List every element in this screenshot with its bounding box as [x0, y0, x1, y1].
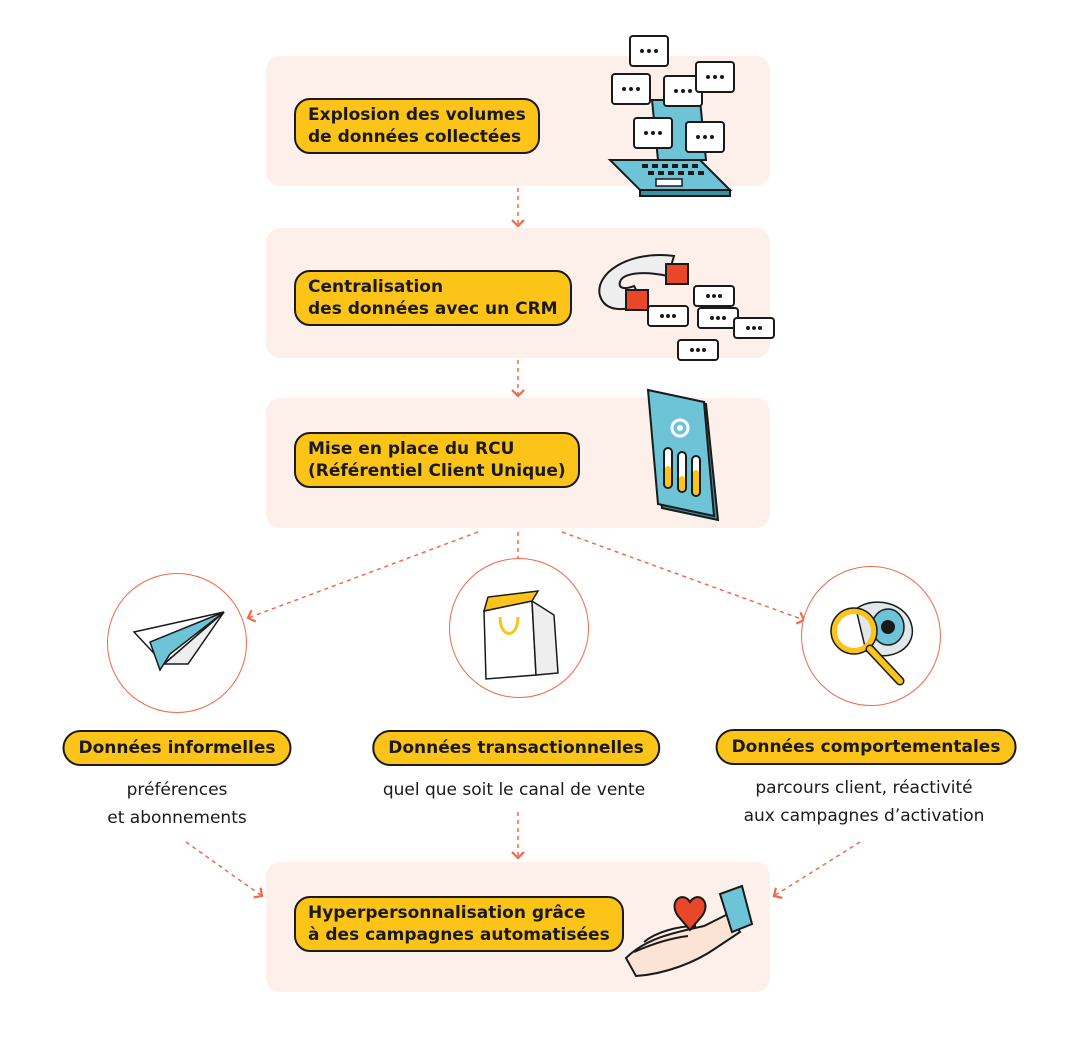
step-label-3-line2: (Référentiel Client Unique)	[308, 461, 566, 481]
tablet-settings-icon	[646, 388, 720, 522]
shopping-bag-icon	[482, 590, 559, 680]
step-label-1-line2: de données collectées	[308, 127, 522, 147]
laptop-chat-icon	[607, 35, 735, 197]
magnet-icon	[598, 254, 775, 361]
informal-data-circle	[107, 573, 247, 713]
hand-heart-icon	[624, 884, 754, 978]
step-label-1-line1: Explosion des volumes	[308, 105, 526, 125]
transactional-data-circle	[449, 558, 589, 698]
behavioral-data-circle	[801, 566, 941, 706]
arrow-step3-behavioral	[561, 531, 806, 625]
transactional-data-description-line1: quel que soit le canal de vente	[382, 780, 646, 800]
behavioral-data-label: Données comportementales	[715, 729, 1017, 765]
arrow-behavioral-final	[772, 841, 861, 899]
final-panel: Hyperpersonnalisation grâce à des campag…	[266, 862, 770, 992]
step-label-2-line1: Centralisation	[308, 277, 444, 297]
paper-plane-icon	[132, 611, 225, 672]
final-label-line2: à des campagnes automatisées	[308, 925, 610, 945]
informal-data-description: préférences et abonnements	[107, 776, 246, 832]
informal-data-description-line2: et abonnements	[107, 808, 247, 828]
informal-data-description-line1: préférences	[126, 780, 228, 800]
step-label-3-line1: Mise en place du RCU	[308, 439, 515, 459]
arrow-informal-final	[185, 841, 264, 899]
step-label-2-line2: des données avec un CRM	[308, 299, 558, 319]
arrow-step3-informal	[246, 531, 479, 623]
behavioral-data-description-line2: aux campagnes d’activation	[743, 806, 985, 826]
final-label: Hyperpersonnalisation grâce à des campag…	[294, 896, 624, 952]
step-panel-2: Centralisation des données avec un CRM	[266, 228, 770, 358]
step-label-2: Centralisation des données avec un CRM	[294, 270, 572, 326]
informal-data-label: Données informelles	[62, 730, 292, 766]
transactional-data-description: quel que soit le canal de vente	[383, 776, 645, 804]
step-label-3: Mise en place du RCU (Référentiel Client…	[294, 432, 580, 488]
step-label-1: Explosion des volumes de données collect…	[294, 98, 540, 154]
magnifier-eye-icon	[830, 601, 913, 686]
final-label-line1: Hyperpersonnalisation grâce	[308, 903, 586, 923]
behavioral-data-description-line1: parcours client, réactivité	[755, 778, 973, 798]
transactional-data-label: Données transactionnelles	[372, 730, 660, 766]
behavioral-data-description: parcours client, réactivité aux campagne…	[744, 774, 985, 830]
